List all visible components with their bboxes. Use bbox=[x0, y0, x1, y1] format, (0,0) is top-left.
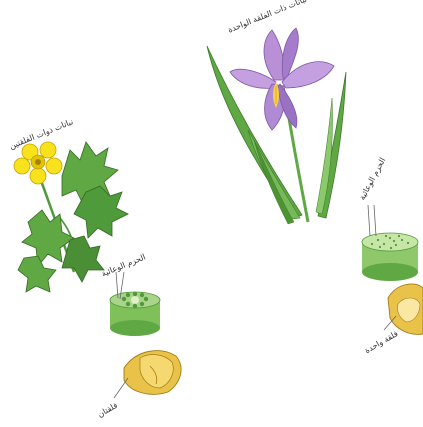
two-cotyledon-seed-icon bbox=[114, 351, 181, 398]
monocot-seed-label: فلقة واحدة bbox=[363, 329, 399, 355]
dicot-seed-label: فلقتان bbox=[96, 401, 119, 420]
one-cotyledon-seed-icon bbox=[384, 284, 423, 334]
monocot-vascular-label: الحزم الوعائية bbox=[357, 156, 387, 201]
iris-plant-icon bbox=[207, 28, 346, 224]
monocot-stem-cross-section-icon bbox=[362, 205, 418, 281]
buttercup-flower bbox=[14, 142, 62, 184]
dicot-stem-cross-section-icon bbox=[110, 272, 160, 336]
